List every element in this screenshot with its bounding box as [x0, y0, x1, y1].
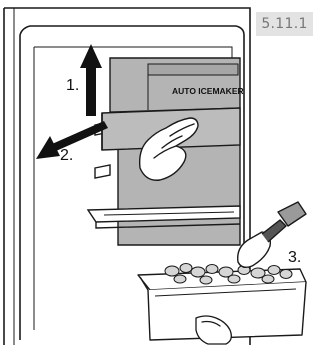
figure-number: 5.11.1 [256, 12, 313, 36]
step-2-label: 2. [60, 147, 73, 164]
auto-icemaker-label: AUTO ICEMAKER [172, 86, 244, 96]
step-1-label: 1. [66, 77, 79, 94]
step-3-label: 3. [288, 249, 301, 266]
arrow-up-icon [80, 44, 102, 116]
